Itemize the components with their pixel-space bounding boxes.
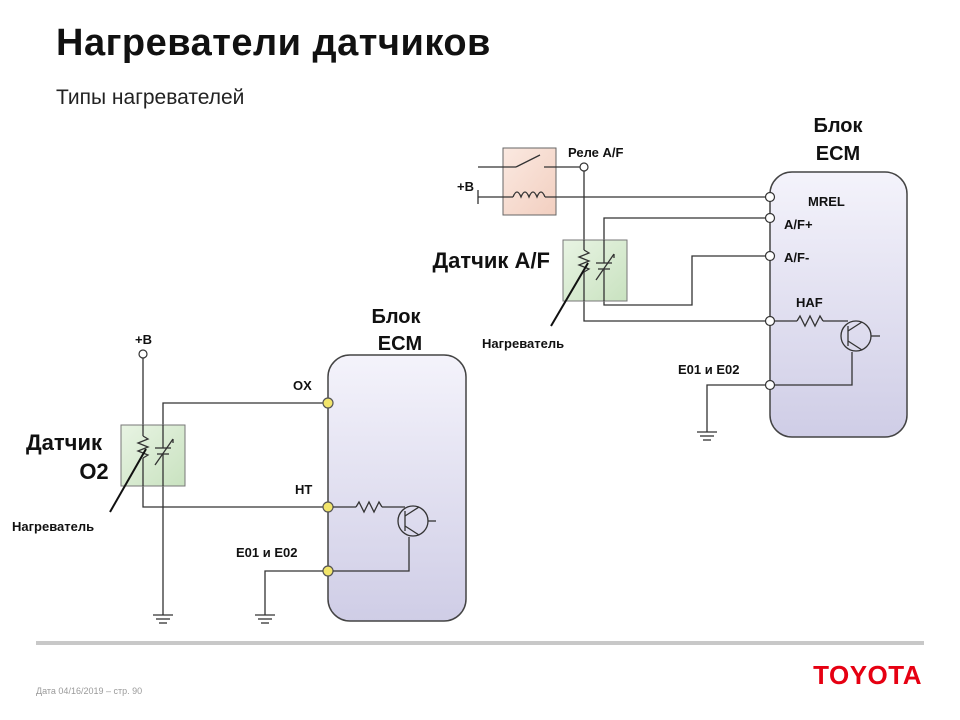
- slide-subtitle: Типы нагревателей: [56, 86, 245, 109]
- af-pin-afminus: A/F-: [784, 250, 809, 265]
- af-relay-label: Реле A/F: [568, 145, 624, 160]
- o2-heater-resistor-icon: [136, 425, 150, 486]
- af-terminal-afminus: [764, 250, 776, 262]
- toyota-logo: TOYOTA: [813, 660, 922, 690]
- relay-coil-icon: [477, 190, 770, 204]
- slide-title: Нагреватели датчиков: [56, 22, 491, 64]
- af-ecm-box: [769, 171, 908, 438]
- relay-switch-icon: [478, 154, 584, 168]
- af-circuit: Блок ECM +B Реле A/F: [432, 115, 908, 441]
- o2-terminal-ht: [322, 501, 334, 513]
- o2-ecm-label-line1: Блок: [371, 306, 421, 328]
- af-supply-label: +B: [457, 179, 474, 194]
- af-terminal-ground: [764, 379, 776, 391]
- o2-heater-label: Нагреватель: [12, 519, 94, 534]
- o2-pin-ox: OX: [293, 378, 312, 393]
- af-ground-icon: [697, 384, 766, 441]
- af-ecm-driver-transistor-icon: [774, 314, 880, 386]
- o2-pin-ground: E01 и E02: [236, 545, 297, 560]
- af-relay-box: [502, 147, 557, 216]
- o2-sensor-label-line2: O2: [79, 459, 108, 484]
- o2-terminal-ox: [322, 397, 334, 409]
- af-sensor-box: [562, 239, 628, 302]
- af-ecm-label-line1: Блок: [813, 115, 863, 137]
- o2-ecm-label-line2: ECM: [378, 333, 422, 355]
- o2-supply-label: +B: [135, 332, 152, 347]
- af-terminal-mrel: [764, 191, 776, 203]
- o2-heater-pointer: [109, 448, 147, 513]
- o2-ecm-box: [327, 354, 467, 622]
- af-terminal-afplus: [764, 212, 776, 224]
- af-heater-label: Нагреватель: [482, 336, 564, 351]
- o2-ground-icon: [255, 570, 323, 624]
- o2-sensor-ground-icon: [153, 614, 173, 624]
- o2-sensing-cell-icon: [154, 425, 174, 486]
- af-heater-resistor-icon: [577, 240, 591, 301]
- af-sensing-cell-icon: [595, 240, 615, 301]
- af-pin-ground: E01 и E02: [678, 362, 739, 377]
- af-sensor-label: Датчик A/F: [432, 248, 550, 273]
- af-terminal-haf: [764, 315, 776, 327]
- af-pin-mrel: MREL: [808, 194, 845, 209]
- o2-terminal-ground: [322, 565, 334, 577]
- footer-divider: [36, 641, 924, 645]
- af-pin-afplus: A/F+: [784, 217, 813, 232]
- o2-circuit: Блок ECM +B Датчик: [12, 306, 467, 624]
- af-pin-haf: HAF: [796, 295, 823, 310]
- o2-supply-terminal: [138, 349, 148, 359]
- relay-terminal: [579, 162, 589, 172]
- o2-sensor-label-line1: Датчик: [26, 430, 103, 455]
- footer-date-page: Дата 04/16/2019 – стр. 90: [36, 686, 143, 696]
- o2-pin-ht: HT: [295, 482, 312, 497]
- af-ecm-label-line2: ECM: [816, 143, 860, 165]
- af-heater-pointer: [550, 262, 589, 327]
- o2-ecm-driver-transistor-icon: [333, 500, 436, 572]
